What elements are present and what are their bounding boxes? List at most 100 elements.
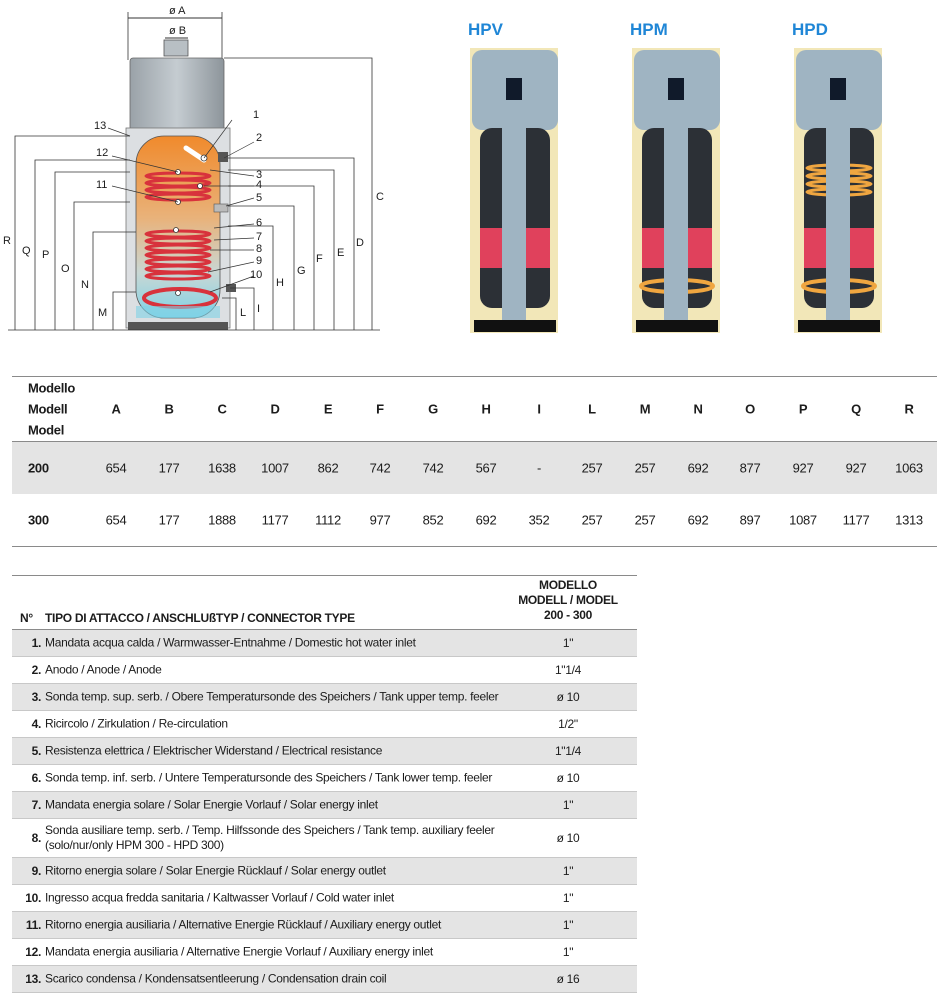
product-title-hpv: HPV <box>468 20 503 39</box>
connector-description-line: Sonda temp. sup. serb. / Obere Temperatu… <box>45 689 499 704</box>
dim-label-o: O <box>61 263 70 275</box>
header-number: N° <box>20 611 33 625</box>
connector-row: 4.Ricircolo / Zirkulation / Re-circulati… <box>12 711 637 738</box>
dimension-value-h: 692 <box>475 512 497 528</box>
callout-4: 4 <box>256 179 262 191</box>
connector-description-line: Sonda ausiliare temp. serb. / Temp. Hilf… <box>45 823 495 837</box>
connector-number: 4. <box>31 717 42 731</box>
connector-description: Ritorno energia ausiliaria / Alternative… <box>45 918 545 933</box>
column-header-g: G <box>428 401 438 417</box>
dimension-value-c: 1638 <box>208 460 236 476</box>
header-modello-line: 200 - 300 <box>543 608 592 622</box>
connector-row: 6.Sonda temp. inf. serb. / Untere Temper… <box>12 765 637 792</box>
dim-label-m: M <box>98 307 107 319</box>
connector-description: Mandata energia ausiliaria / Alternative… <box>45 945 545 960</box>
dimension-value-h: 567 <box>475 460 497 476</box>
connector-number: 1. <box>31 636 42 650</box>
dimension-value-f: 977 <box>369 512 391 528</box>
connector-description: Ingresso acqua fredda sanitaria / Kaltwa… <box>45 891 545 906</box>
connector-number: 7. <box>31 798 42 812</box>
connector-row: 11. Ritorno energia ausiliaria / Alternat… <box>12 912 637 939</box>
connector-size: 1" <box>562 891 574 905</box>
dim-label-h: H <box>276 277 284 289</box>
connector-description-line: Resistenza elettrica / Elektrischer Wide… <box>45 743 383 758</box>
dim-label-g: G <box>297 265 306 277</box>
dim-label-l: L <box>240 307 246 319</box>
callout-1: 1 <box>253 109 259 121</box>
callout-3: 3 <box>256 169 262 181</box>
connector-number: 5. <box>31 744 42 758</box>
product-hpd: HPD <box>792 18 892 338</box>
callout-9: 9 <box>256 255 262 267</box>
connector-number: 2. <box>31 663 42 677</box>
connector-description-line: Ritorno energia ausiliaria / Alternative… <box>45 917 441 932</box>
dimension-value-e: 862 <box>317 460 339 476</box>
dim-label-d: D <box>356 237 364 249</box>
dimension-value-q: 1177 <box>842 512 870 528</box>
callout-8: 8 <box>256 243 262 255</box>
dimension-value-f: 742 <box>369 460 391 476</box>
connector-size: ø 10 <box>556 771 580 785</box>
product-title-hpd: HPD <box>792 20 828 39</box>
connector-table-header: N° TIPO DI ATTACCO / ANSCHLUßTYP / CONNE… <box>12 576 637 630</box>
callout-11: 11 <box>96 179 107 191</box>
column-header-d: D <box>270 401 280 417</box>
connector-size: 1"1/4 <box>554 663 582 677</box>
outlet-stub <box>163 39 189 57</box>
model-header-en: Model <box>28 422 65 438</box>
connector-description-line: Ritorno energia solare / Solar Energie R… <box>45 863 386 878</box>
right-dimension-lines <box>222 57 373 330</box>
dimension-value-e: 1112 <box>315 512 341 528</box>
column-header-p: P <box>798 401 808 417</box>
column-header-h: H <box>481 401 491 417</box>
dim-label-n: N <box>81 279 89 291</box>
callout-10: 10 <box>250 269 262 281</box>
connector-size: 1" <box>562 636 574 650</box>
leader-lines <box>107 119 255 293</box>
dimension-value-l: 257 <box>581 460 603 476</box>
dimension-value-g: 852 <box>422 512 444 528</box>
connector-description: Ricircolo / Zirkulation / Re-circulation <box>45 717 545 732</box>
column-header-l: L <box>588 401 596 417</box>
dimension-value-n: 692 <box>687 512 709 528</box>
connector-description: Scarico condensa / Kondensatsentleerung … <box>45 972 545 987</box>
connector-size: ø 10 <box>556 831 580 845</box>
model-header: Modello Modell Model <box>28 378 75 441</box>
connector-size: 1" <box>562 798 574 812</box>
callout-12: 12 <box>96 147 108 159</box>
dimension-value-m: 257 <box>634 460 656 476</box>
column-header-i: I <box>537 401 541 417</box>
connector-description: Anodo / Anode / Anode <box>45 663 545 678</box>
connector-size: ø 10 <box>556 690 580 704</box>
dim-label-c: C <box>376 191 384 203</box>
callout-13: 13 <box>94 120 106 132</box>
connector-row: 9.Ritorno energia solare / Solar Energie… <box>12 858 637 885</box>
connector-row: 10. Ingresso acqua fredda sanitaria / Kal… <box>12 885 637 912</box>
connector-description: Mandata acqua calda / Warmwasser-Entnahm… <box>45 636 545 651</box>
dim-label-phi-b: ø B <box>169 25 186 37</box>
model-cell: 300 <box>28 512 49 528</box>
connector-description: Mandata energia solare / Solar Energie V… <box>45 798 545 813</box>
connector-description-line: Scarico condensa / Kondensatsentleerung … <box>45 971 387 986</box>
connector-description: Resistenza elettrica / Elektrischer Wide… <box>45 744 545 759</box>
model-header-de: Modell <box>28 401 68 417</box>
dimension-value-g: 742 <box>422 460 444 476</box>
connector-description: Sonda temp. sup. serb. / Obere Temperatu… <box>45 690 545 705</box>
product-title-hpm: HPM <box>630 20 668 39</box>
dimension-value-o: 897 <box>739 512 761 528</box>
dimension-value-r: 1313 <box>895 512 923 528</box>
connector-size: ø 16 <box>556 972 580 986</box>
model-cell: 200 <box>28 460 49 476</box>
dim-label-i: I <box>257 303 260 315</box>
connector-number: 11. <box>25 918 41 932</box>
header-modello-line: MODELLO <box>539 578 597 592</box>
connector-number: 10. <box>25 891 41 905</box>
connector-row: 7.Mandata energia solare / Solar Energie… <box>12 792 637 819</box>
dimension-value-i: - <box>536 460 542 476</box>
dimension-value-p: 927 <box>792 460 814 476</box>
connector-number: 13. <box>25 972 41 986</box>
column-header-q: Q <box>851 401 861 417</box>
connector-size: 1" <box>562 864 574 878</box>
